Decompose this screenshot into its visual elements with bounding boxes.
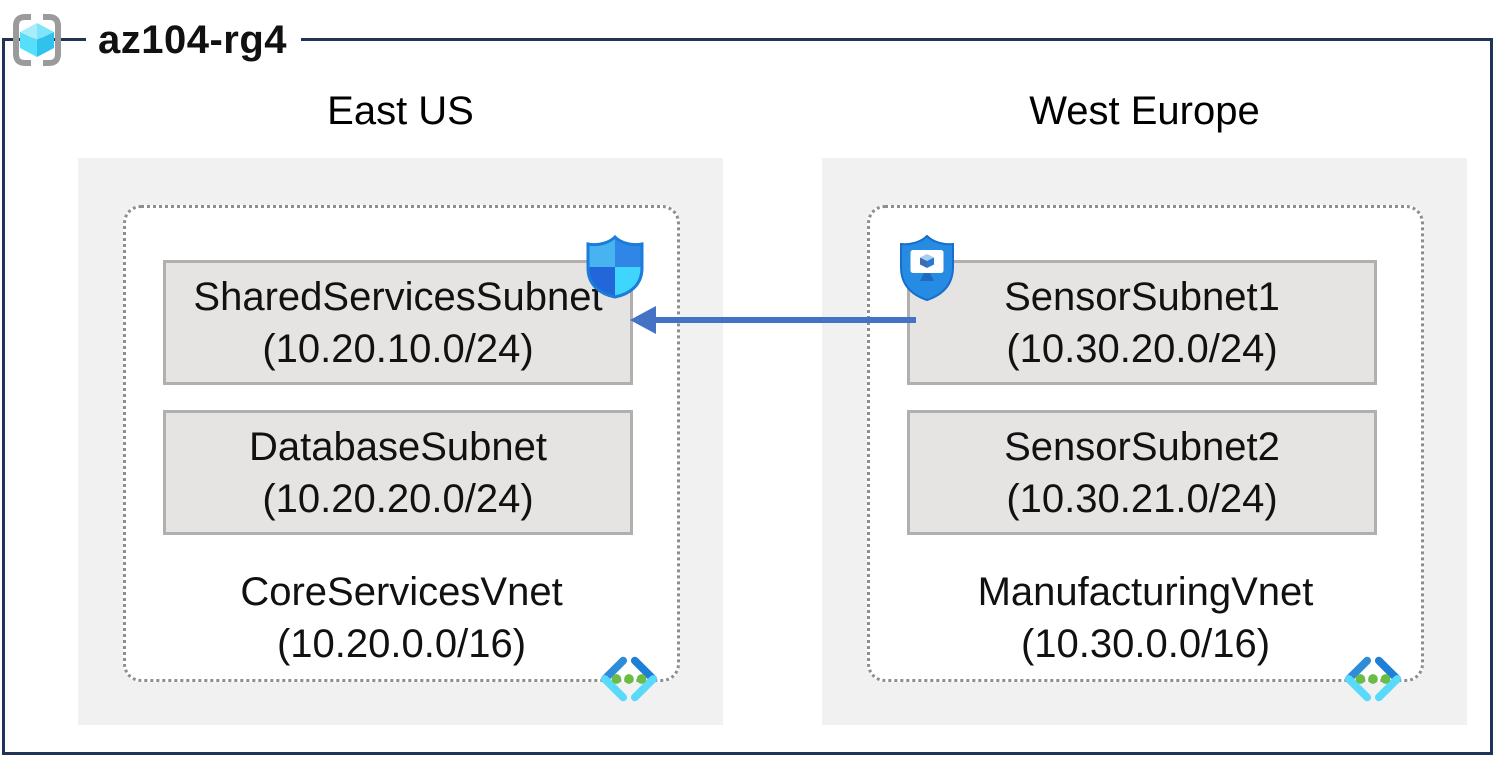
vnet-label-coreservices: CoreServicesVnet (10.20.0.0/16) <box>126 566 677 670</box>
virtual-network-icon <box>597 653 661 710</box>
subnet-name: SharedServicesSubnet <box>193 274 603 319</box>
vnet-name: ManufacturingVnet <box>977 570 1314 614</box>
virtual-network-icon <box>1341 653 1405 710</box>
vnet-manufacturing: SensorSubnet1 (10.30.20.0/24) SensorSubn… <box>867 205 1424 702</box>
peering-arrow-line <box>654 317 916 323</box>
subnet-cidr: (10.30.21.0/24) <box>1006 476 1278 521</box>
vnet-cidr: (10.30.0.0/16) <box>1020 622 1271 666</box>
subnet-database: DatabaseSubnet (10.20.20.0/24) <box>163 410 633 535</box>
network-security-group-shield-icon <box>584 234 646 305</box>
resource-group-icon <box>8 11 66 69</box>
resource-group-frame <box>2 38 1493 755</box>
subnet-sensor2: SensorSubnet2 (10.30.21.0/24) <box>907 410 1377 535</box>
vnet-name: CoreServicesVnet <box>240 570 563 614</box>
subnet-cidr: (10.30.20.0/24) <box>1006 326 1278 371</box>
subnet-name: DatabaseSubnet <box>248 424 547 469</box>
peering-arrow-head <box>630 306 656 334</box>
subnet-name: SensorSubnet2 <box>1004 424 1280 469</box>
subnet-sensor1: SensorSubnet1 (10.30.20.0/24) <box>907 260 1377 385</box>
resource-group-legend: az104-rg4 <box>8 11 302 69</box>
subnet-name: SensorSubnet1 <box>1004 274 1280 319</box>
vnet-label-manufacturing: ManufacturingVnet (10.30.0.0/16) <box>870 566 1421 670</box>
region-east-us: SharedServicesSubnet (10.20.10.0/24) Dat… <box>78 158 723 725</box>
region-west-europe: SensorSubnet1 (10.30.20.0/24) SensorSubn… <box>822 158 1467 725</box>
region-title-west-europe: West Europe <box>1029 89 1260 133</box>
region-title-east-us: East US <box>327 89 474 133</box>
subnet-cidr: (10.20.10.0/24) <box>262 326 534 371</box>
resource-group-title: az104-rg4 <box>86 11 302 69</box>
subnet-cidr: (10.20.20.0/24) <box>262 476 534 521</box>
vnet-coreservices: SharedServicesSubnet (10.20.10.0/24) Dat… <box>123 205 680 702</box>
vnet-cidr: (10.20.0.0/16) <box>276 622 527 666</box>
subnet-sharedservices: SharedServicesSubnet (10.20.10.0/24) <box>163 260 633 385</box>
application-security-group-shield-icon <box>897 234 957 307</box>
